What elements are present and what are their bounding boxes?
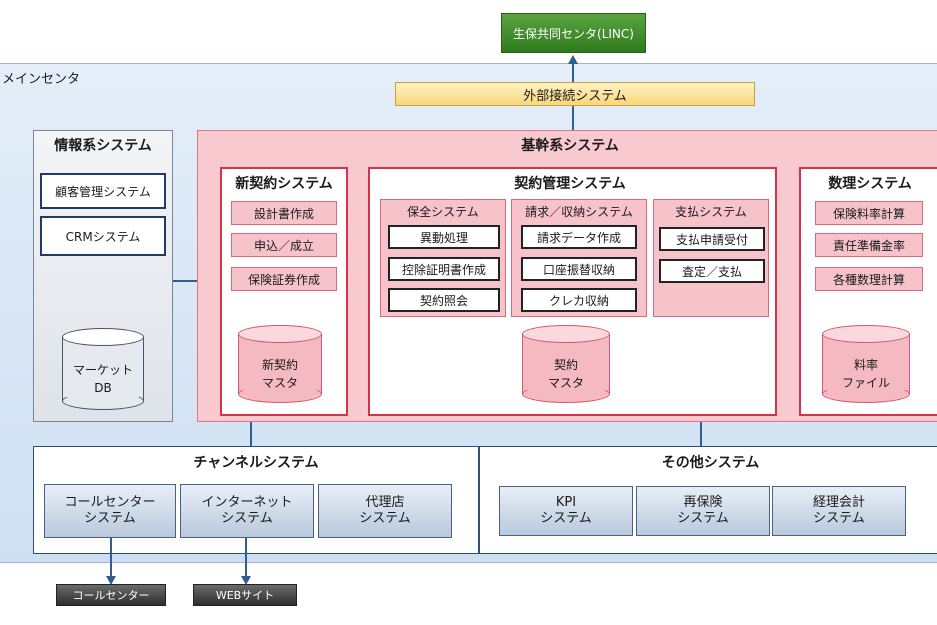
payment-request-item[interactable]: 支払申請受付 bbox=[659, 227, 765, 251]
call-center-node[interactable]: コールセンター bbox=[56, 584, 166, 606]
call-center-system[interactable]: コールセンター システム bbox=[44, 484, 176, 538]
rate-file-label: 料率 ファイル bbox=[841, 358, 890, 390]
core-system-title: 基幹系システム bbox=[521, 138, 619, 154]
change-processing-item[interactable]: 異動処理 bbox=[388, 225, 500, 249]
core-channel-connector bbox=[250, 422, 252, 446]
premium-rate-button[interactable]: 保険料率計算 bbox=[815, 201, 923, 225]
crm-system[interactable]: CRMシステム bbox=[40, 216, 166, 256]
main-center-label: メインセンタ bbox=[2, 72, 81, 87]
billing-data-item[interactable]: 請求データ作成 bbox=[521, 225, 637, 249]
reserve-rate-button[interactable]: 責任準備金率 bbox=[815, 233, 923, 257]
new-contract-title: 新契約システム bbox=[235, 176, 333, 192]
external-connection-bar[interactable]: 外部接続システム bbox=[395, 82, 755, 106]
contract-inquiry-item[interactable]: 契約照会 bbox=[388, 288, 500, 312]
contract-management-title: 契約管理システム bbox=[514, 176, 626, 192]
call-center-arrow-icon bbox=[106, 576, 116, 585]
contract-master-db[interactable]: 契約 マスタ bbox=[522, 325, 610, 403]
web-connector bbox=[245, 538, 247, 578]
new-contract-master-label: 新契約 マスタ bbox=[261, 358, 298, 390]
actuarial-calc-button[interactable]: 各種数理計算 bbox=[815, 267, 923, 291]
rate-file-db[interactable]: 料率 ファイル bbox=[822, 325, 910, 403]
core-other-connector bbox=[700, 422, 702, 446]
linc-arrow-icon bbox=[568, 55, 578, 64]
maintenance-system-title: 保全システム bbox=[407, 204, 479, 219]
web-arrow-icon bbox=[241, 576, 251, 585]
actuarial-system-title: 数理システム bbox=[828, 176, 912, 192]
market-db[interactable]: マーケット DB bbox=[62, 328, 144, 410]
bank-transfer-item[interactable]: 口座振替収納 bbox=[521, 257, 637, 281]
market-db-label: マーケット DB bbox=[72, 363, 133, 395]
web-site-node[interactable]: WEBサイト bbox=[193, 584, 297, 606]
channel-system-title: チャンネルシステム bbox=[193, 455, 319, 471]
linc-connector bbox=[572, 62, 574, 82]
other-system-title: その他システム bbox=[661, 455, 760, 471]
payment-system-column bbox=[653, 199, 769, 317]
deduction-cert-item[interactable]: 控除証明書作成 bbox=[388, 257, 500, 281]
reinsurance-system[interactable]: 再保険 システム bbox=[636, 486, 770, 536]
agency-system[interactable]: 代理店 システム bbox=[318, 484, 452, 538]
call-center-connector bbox=[110, 538, 112, 578]
credit-card-item[interactable]: クレカ収納 bbox=[521, 288, 637, 312]
customer-management-system[interactable]: 顧客管理システム bbox=[40, 173, 166, 209]
billing-collection-title: 請求／収納システム bbox=[525, 204, 633, 219]
gateway-connector bbox=[572, 106, 574, 130]
info-system-title: 情報系システム bbox=[54, 138, 152, 154]
accounting-system[interactable]: 経理会計 システム bbox=[772, 486, 906, 536]
new-contract-master-db[interactable]: 新契約 マスタ bbox=[238, 325, 322, 403]
kpi-system[interactable]: KPI システム bbox=[499, 486, 633, 536]
payment-system-title: 支払システム bbox=[675, 204, 747, 219]
contract-master-label: 契約 マスタ bbox=[547, 358, 584, 390]
application-button[interactable]: 申込／成立 bbox=[231, 233, 337, 257]
info-core-connector bbox=[173, 280, 197, 282]
design-doc-button[interactable]: 設計書作成 bbox=[231, 201, 337, 225]
internet-system[interactable]: インターネット システム bbox=[180, 484, 314, 538]
linc-node[interactable]: 生保共同センタ(LINC) bbox=[501, 13, 646, 53]
policy-issue-button[interactable]: 保険証券作成 bbox=[231, 267, 337, 291]
assessment-payment-item[interactable]: 査定／支払 bbox=[659, 259, 765, 283]
